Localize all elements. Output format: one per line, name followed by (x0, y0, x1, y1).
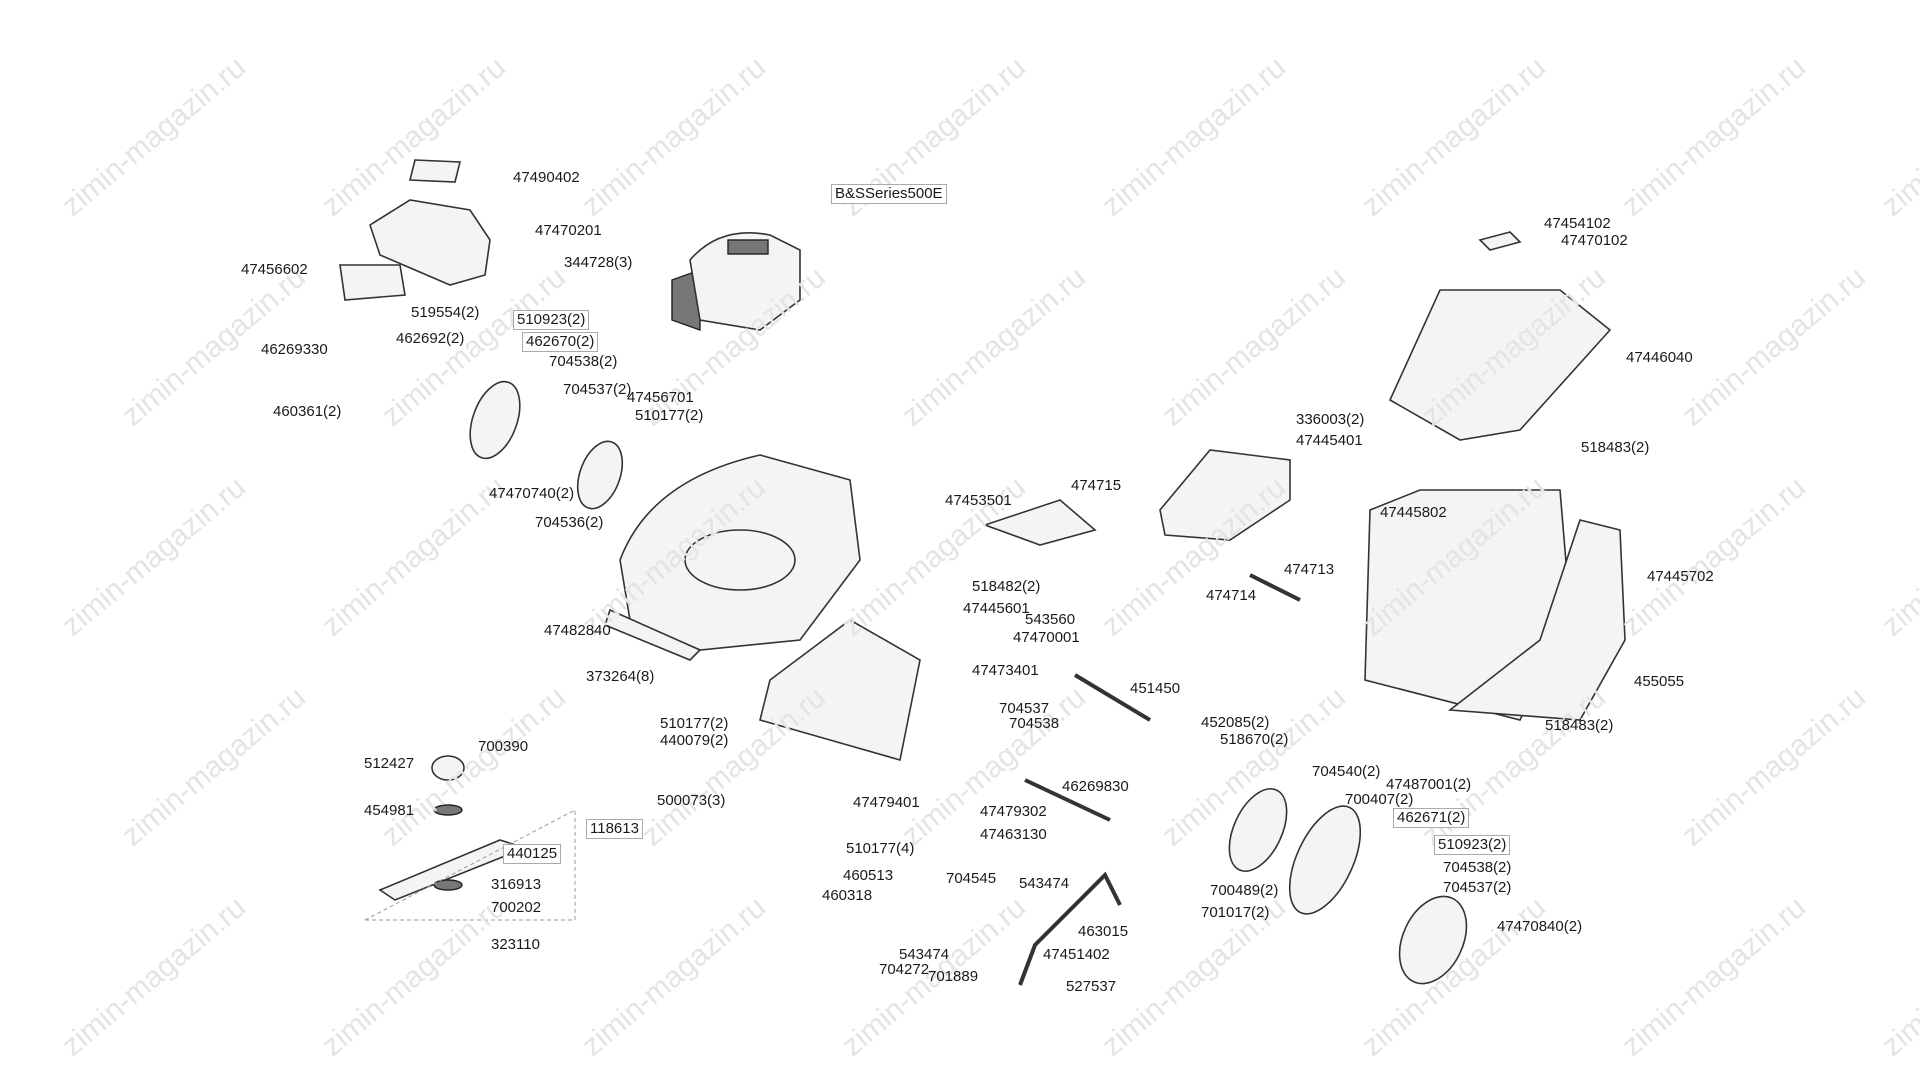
part-number-label[interactable]: 46269330 (261, 341, 328, 358)
part-number-label[interactable]: 47451402 (1043, 946, 1110, 963)
part-number-label[interactable]: 518483(2) (1581, 439, 1650, 456)
part-number-label[interactable]: 460361(2) (273, 403, 342, 420)
part-number-label[interactable]: B&SSeries500E (831, 184, 947, 204)
axle-part (1018, 573, 1301, 986)
part-number-label[interactable]: 510923(2) (1434, 835, 1511, 855)
part-number-label[interactable]: 512427 (364, 755, 415, 772)
part-number-label[interactable]: 704537(2) (563, 381, 632, 398)
part-number-label[interactable]: 455055 (1634, 673, 1685, 690)
part-number-label[interactable]: 704537(2) (1443, 879, 1512, 896)
grass-catcher-part (1364, 231, 1626, 721)
part-number-label[interactable]: 323110 (491, 936, 540, 953)
part-number-label[interactable]: 47446040 (1626, 349, 1693, 366)
part-number-label[interactable]: 47454102 (1544, 215, 1611, 232)
part-number-label[interactable]: 543474 (899, 946, 950, 963)
engine-part (671, 232, 801, 331)
top-cover-part (339, 159, 491, 301)
part-number-label[interactable]: 452085(2) (1201, 714, 1270, 731)
part-number-label[interactable]: 700489(2) (1210, 882, 1279, 899)
part-number-label[interactable]: 700390 (478, 738, 529, 755)
part-number-label[interactable]: 510177(2) (635, 407, 704, 424)
part-number-label[interactable]: 704538(2) (1443, 859, 1512, 876)
part-number-label[interactable]: 704545 (946, 870, 997, 887)
part-number-label[interactable]: 704537 (999, 700, 1050, 717)
part-number-label[interactable]: 47445802 (1380, 504, 1447, 521)
rear-flap-part (759, 449, 1291, 762)
part-number-label[interactable]: 704538 (1009, 715, 1060, 732)
part-number-label[interactable]: 440079(2) (660, 732, 729, 749)
part-number-label[interactable]: 47473401 (972, 662, 1039, 679)
part-number-label[interactable]: 47453501 (945, 492, 1012, 509)
part-number-label[interactable]: 474715 (1071, 477, 1122, 494)
front-wheel-part (469, 380, 624, 510)
part-number-label[interactable]: 46269830 (1062, 778, 1129, 795)
part-number-label[interactable]: 500073(3) (657, 792, 726, 809)
part-number-label[interactable]: 543560 (1025, 611, 1076, 628)
part-number-label[interactable]: 47482840 (544, 622, 611, 639)
part-number-label[interactable]: 451450 (1130, 680, 1181, 697)
part-number-label[interactable]: 47479401 (853, 794, 920, 811)
part-number-label[interactable]: 373264(8) (586, 668, 655, 685)
part-number-label[interactable]: 701889 (928, 968, 979, 985)
part-number-label[interactable]: 462692(2) (396, 330, 465, 347)
part-number-label[interactable]: 47445702 (1647, 568, 1714, 585)
part-number-label[interactable]: 462671(2) (1393, 808, 1470, 828)
part-number-label[interactable]: 336003(2) (1296, 411, 1365, 428)
part-number-label[interactable]: 700407(2) (1345, 791, 1414, 808)
part-number-label[interactable]: 700202 (491, 899, 542, 916)
part-number-label[interactable]: 47456602 (241, 261, 308, 278)
rear-wheel-part (1228, 788, 1468, 985)
part-number-label[interactable]: 47470740(2) (489, 485, 575, 502)
part-number-label[interactable]: 118613 (586, 819, 643, 839)
part-number-label[interactable]: 704538(2) (549, 353, 618, 370)
part-number-label[interactable]: 518482(2) (972, 578, 1041, 595)
part-number-label[interactable]: 460318 (822, 887, 873, 904)
part-number-label[interactable]: 543474 (1019, 875, 1070, 892)
part-number-label[interactable]: 47470102 (1561, 232, 1628, 249)
part-number-label[interactable]: 344728(3) (564, 254, 633, 271)
part-number-label[interactable]: 47445401 (1296, 432, 1363, 449)
part-number-label[interactable]: 704536(2) (535, 514, 604, 531)
part-number-label[interactable]: 47463130 (980, 826, 1047, 843)
part-number-label[interactable]: 474714 (1206, 587, 1257, 604)
part-number-label[interactable]: 460513 (843, 867, 894, 884)
part-number-label[interactable]: 47470201 (535, 222, 602, 239)
part-number-label[interactable]: 47479302 (980, 803, 1047, 820)
part-number-label[interactable]: 47487001(2) (1386, 776, 1472, 793)
part-number-label[interactable]: 510177(4) (846, 840, 915, 857)
part-number-label[interactable]: 47470840(2) (1497, 918, 1583, 935)
part-number-label[interactable]: 47445601 (963, 600, 1030, 617)
deck-part (604, 454, 861, 661)
part-number-label[interactable]: 701017(2) (1201, 904, 1270, 921)
part-number-label[interactable]: 440125 (503, 844, 562, 864)
part-number-label[interactable]: 518670(2) (1220, 731, 1289, 748)
part-number-label[interactable]: 704540(2) (1312, 763, 1381, 780)
part-number-label[interactable]: 510177(2) (660, 715, 729, 732)
part-number-label[interactable]: 462670(2) (522, 332, 599, 352)
part-number-label[interactable]: 463015 (1078, 923, 1129, 940)
part-number-label[interactable]: 519554(2) (411, 304, 480, 321)
part-number-label[interactable]: 704272 (879, 961, 930, 978)
part-number-label[interactable]: 527537 (1066, 978, 1117, 995)
part-number-label[interactable]: 510923(2) (513, 310, 590, 330)
part-number-label[interactable]: 474713 (1284, 561, 1335, 578)
part-number-label[interactable]: 47490402 (513, 169, 580, 186)
part-number-label[interactable]: 518483(2) (1545, 717, 1614, 734)
part-number-label[interactable]: 47470001 (1013, 629, 1080, 646)
part-number-label[interactable]: 316913 (491, 876, 542, 893)
part-number-label[interactable]: 454981 (364, 802, 415, 819)
part-number-label[interactable]: 47456701 (627, 389, 694, 406)
